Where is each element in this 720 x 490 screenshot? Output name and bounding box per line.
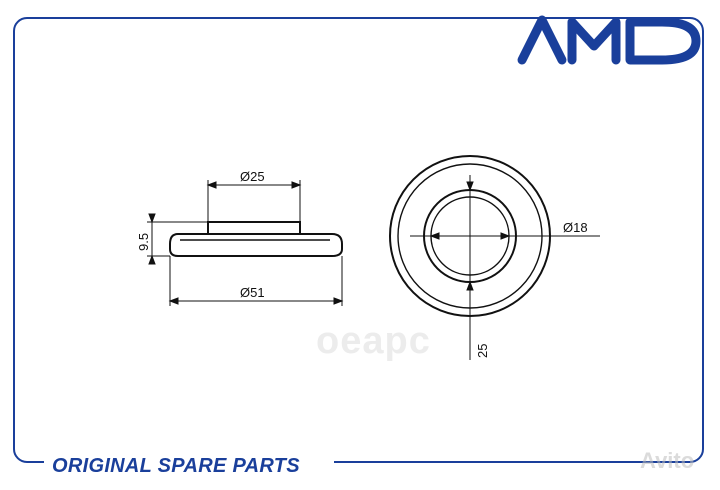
footer-background — [44, 452, 334, 480]
dim-label-inner-diameter: Ø18 — [563, 220, 588, 235]
side-view-part — [169, 221, 343, 257]
dim-top-diameter — [206, 180, 302, 222]
dim-height — [147, 213, 208, 265]
amd-logo — [517, 15, 701, 65]
blue-border-frame — [13, 17, 704, 463]
watermark-text: oeapc — [316, 320, 431, 362]
avito-watermark: Avito — [640, 448, 695, 473]
dim-vertical — [466, 175, 474, 360]
dim-label-top-diameter: Ø25 — [240, 169, 265, 184]
dim-label-height: 9.5 — [136, 233, 151, 251]
dim-label-bottom-diameter: Ø51 — [240, 285, 265, 300]
dim-inner-diameter — [410, 232, 600, 240]
dim-label-vertical: 25 — [475, 344, 490, 358]
footer-label: ORIGINAL SPARE PARTS — [52, 455, 300, 477]
dim-bottom-diameter — [168, 256, 344, 306]
